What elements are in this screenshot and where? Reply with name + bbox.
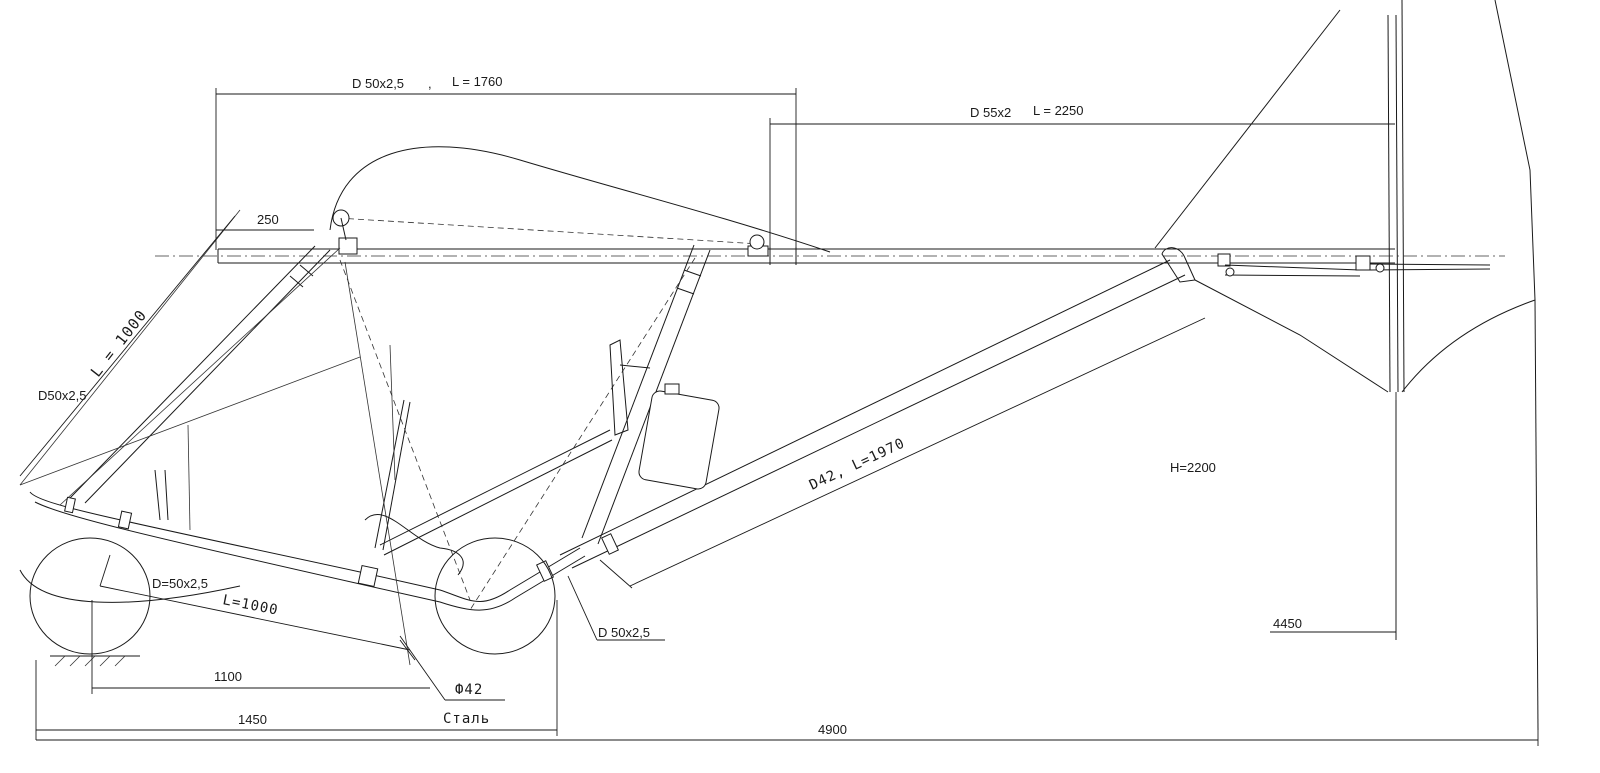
label-top-keel-sep: , — [428, 76, 432, 91]
fuel-tank — [609, 339, 720, 490]
label-seat-tube: D 50x2,5 — [598, 625, 650, 640]
label-front-strut-length: L = 1000 — [87, 306, 151, 380]
label-front-strut-tube: D50x2,5 — [38, 388, 86, 403]
label-lower-tube-diameter: D=50x2,5 — [152, 576, 208, 591]
label-dist-4450: 4450 — [1273, 616, 1302, 631]
label-rear-keel-length: L = 2250 — [1033, 103, 1083, 118]
keel-tube — [155, 146, 1505, 283]
label-top-keel-length: L = 1760 — [452, 74, 502, 89]
label-material: Сталь — [443, 711, 490, 727]
label-height: H=2200 — [1170, 460, 1216, 475]
dimension-lines — [19, 88, 1539, 746]
label-offset-250: 250 — [257, 212, 279, 227]
label-dist-1450: 1450 — [238, 712, 267, 727]
wheels — [19, 537, 556, 667]
label-top-keel-tube: D 50x2,5 — [352, 76, 404, 91]
wing-outline — [1154, 0, 1539, 731]
label-phi42: Ф42 — [455, 682, 483, 698]
label-lower-tube-length: L=1000 — [221, 592, 280, 619]
label-dist-1100: 1100 — [214, 669, 242, 684]
label-dist-4900: 4900 — [818, 722, 847, 737]
label-rear-boom: D42, L=1970 — [807, 435, 908, 493]
label-rear-keel-tube: D 55x2 — [970, 105, 1011, 120]
frame-tubes — [19, 209, 1186, 666]
